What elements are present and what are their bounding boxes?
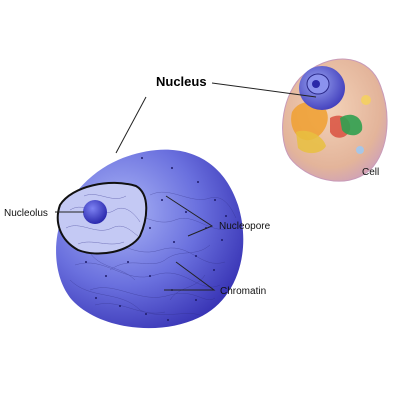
nucleus-label: Nucleus	[156, 74, 207, 89]
cutaway-chromatin	[65, 194, 141, 245]
cell-vesicle	[356, 146, 364, 154]
nucleopores	[77, 157, 227, 321]
cell-organelles-yellow	[296, 130, 326, 154]
leader-lines	[55, 82, 317, 291]
nucleopore-leader	[165, 195, 214, 237]
cell-organelles-green	[340, 114, 363, 136]
cell-nucleolus	[312, 80, 320, 88]
large-nucleus	[56, 149, 244, 329]
nucleopore-label: Nucleopore	[219, 221, 271, 232]
nucleus-leader-to-cell	[211, 82, 317, 98]
cell-organelles-orange	[291, 102, 328, 141]
chromatin-leader	[164, 261, 216, 291]
nucleolus-label: Nucleolus	[4, 208, 48, 219]
chromatin-label: Chromatin	[220, 286, 266, 297]
cell-vesicle	[361, 95, 371, 105]
nucleolus-body	[83, 200, 107, 224]
chromatin-threads	[69, 191, 237, 316]
cell-illustration	[282, 58, 388, 182]
nucleus-leader-to-large	[115, 96, 147, 154]
cell-label: Cell	[362, 167, 379, 178]
